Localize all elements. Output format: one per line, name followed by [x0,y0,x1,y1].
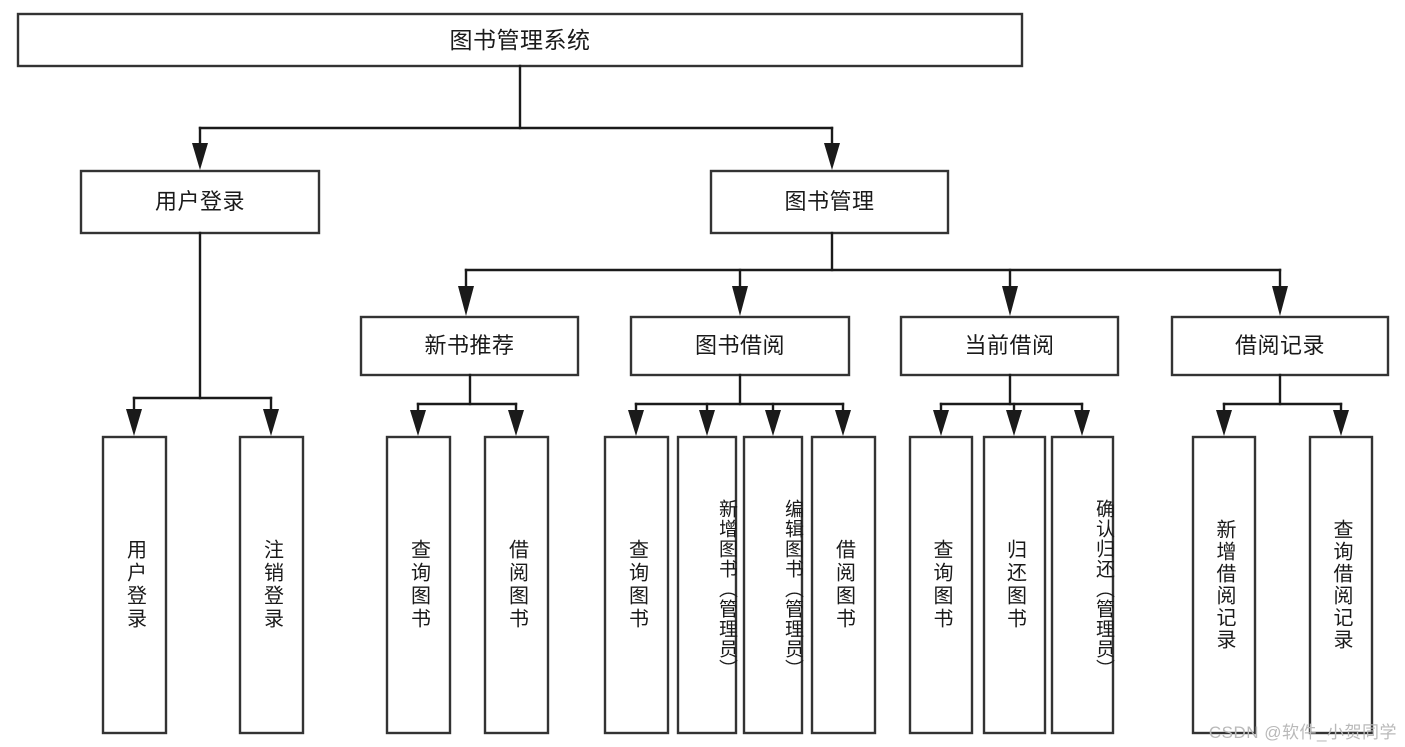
arrow-to-leaf-edit-book-admin [765,410,781,436]
arrow-to-new-book-recommend [458,286,474,316]
box-leaf-return-book[interactable] [982,435,1047,735]
box-leaf-query-book-rec[interactable] [385,435,452,735]
csdn-watermark: CSDN @软件_小贺同学 [1208,723,1397,742]
connector-new-book-recommend-to-leaves [410,373,524,436]
box-borrow-record[interactable] [1170,315,1390,377]
box-leaf-edit-book-admin[interactable] [742,435,804,735]
box-new-book-recommend[interactable] [359,315,580,377]
box-leaf-user-login[interactable] [101,435,168,735]
connector-book-borrow-to-leaves [628,373,851,436]
box-leaf-add-book-admin[interactable] [676,435,738,735]
arrow-to-leaf-add-book-admin [699,410,715,436]
connector-current-borrow-to-leaves [933,373,1090,436]
box-book-borrow[interactable] [629,315,851,377]
arrow-to-leaf-user-login [126,409,142,436]
box-leaf-query-book-current[interactable] [908,435,974,735]
arrow-to-current-borrow [1002,286,1018,316]
arrow-to-leaf-confirm-return-admin [1074,410,1090,436]
box-book-manage[interactable] [709,169,950,235]
box-leaf-borrow-book-rec[interactable] [483,435,550,735]
arrow-to-leaf-query-book-rec [410,410,426,436]
box-leaf-add-borrow-record[interactable] [1191,435,1257,735]
connector-user-login-to-leaves [126,231,279,436]
box-root[interactable] [16,12,1024,68]
arrow-to-borrow-record [1272,286,1288,316]
box-leaf-confirm-return-admin[interactable] [1050,435,1115,735]
arrow-to-leaf-borrow-book [835,410,851,436]
box-leaf-borrow-book[interactable] [810,435,877,735]
arrow-to-leaf-return-book [1006,410,1022,436]
arrow-to-leaf-query-book-current [933,410,949,436]
box-leaf-query-book-borrow[interactable] [603,435,670,735]
arrow-to-leaf-user-logout [263,409,279,436]
box-leaf-user-logout[interactable] [238,435,305,735]
arrow-to-book-borrow [732,286,748,316]
arrow-to-book-manage [824,143,840,170]
box-user-login[interactable] [79,169,321,235]
arrow-to-user-login [192,143,208,170]
connector-book-manage-to-level3 [458,231,1288,316]
arrow-to-leaf-add-borrow-record [1216,410,1232,436]
arrow-to-leaf-query-borrow-record [1333,410,1349,436]
connector-root-to-level2 [192,64,840,170]
arrow-to-leaf-query-book-borrow [628,410,644,436]
node-boxes [16,12,1390,735]
connector-borrow-record-to-leaves [1216,373,1349,436]
box-leaf-query-borrow-record[interactable] [1308,435,1374,735]
arrow-to-leaf-borrow-book-rec [508,410,524,436]
box-current-borrow[interactable] [899,315,1120,377]
